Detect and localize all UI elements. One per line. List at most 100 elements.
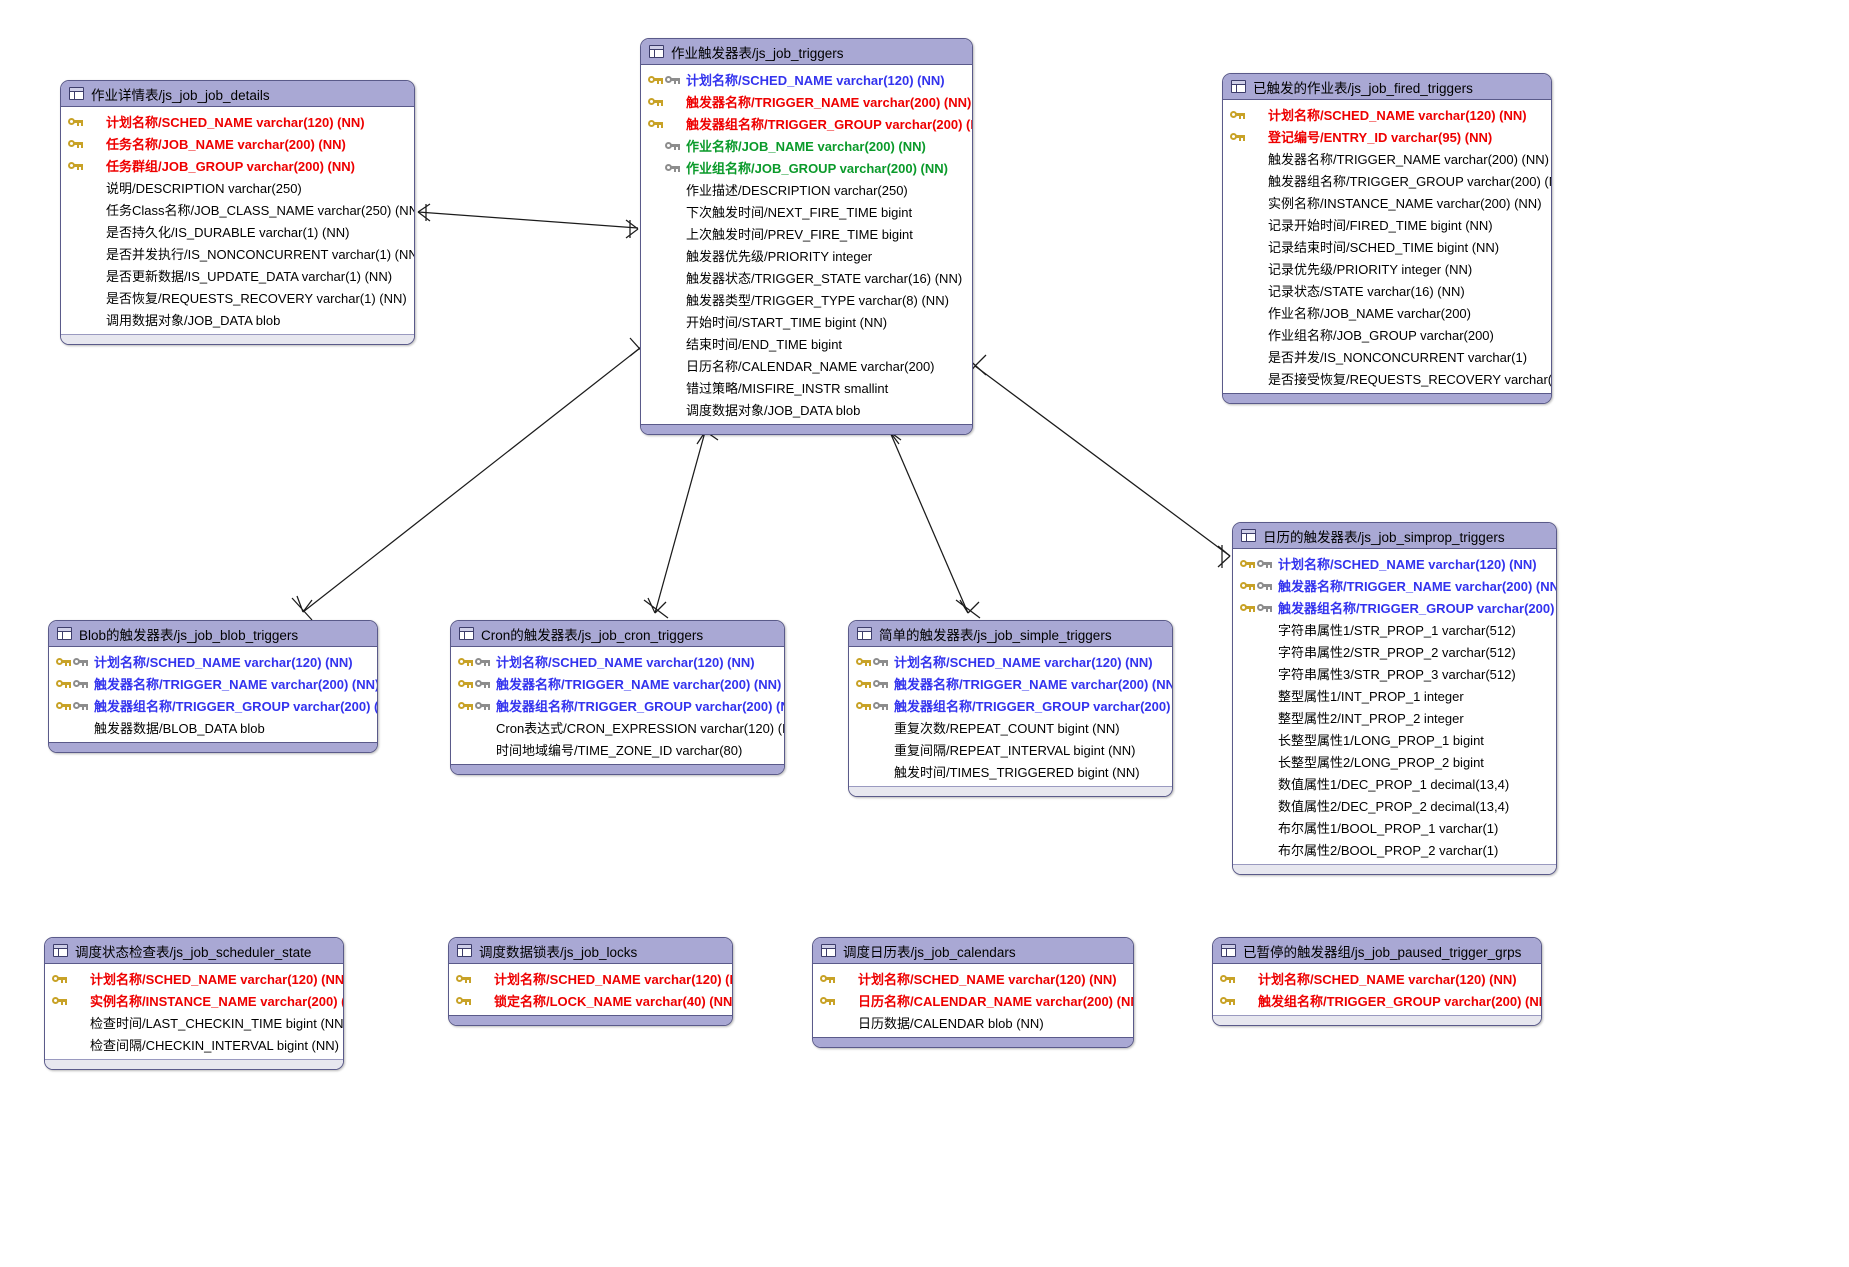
column-row[interactable]: 作业描述/DESCRIPTION varchar(250)	[641, 178, 972, 200]
entity-blob_triggers[interactable]: Blob的触发器表/js_job_blob_triggers 计划名称/SCHED…	[48, 620, 378, 753]
entity-calendars[interactable]: 调度日历表/js_job_calendars 计划名称/SCHED_NAME va…	[812, 937, 1134, 1048]
column-row[interactable]: 触发器名称/TRIGGER_NAME varchar(200) (NN)	[1223, 147, 1551, 169]
entity-cron_triggers[interactable]: Cron的触发器表/js_job_cron_triggers 计划名称/SCHED…	[450, 620, 785, 775]
column-row[interactable]: 作业组名称/JOB_GROUP varchar(200)	[1223, 323, 1551, 345]
column-row[interactable]: 日历名称/CALENDAR_NAME varchar(200)	[641, 354, 972, 376]
column-row[interactable]: 计划名称/SCHED_NAME varchar(120) (NN)	[1223, 103, 1551, 125]
entity-header-fired_triggers[interactable]: 已触发的作业表/js_job_fired_triggers	[1223, 74, 1551, 100]
column-row[interactable]: 整型属性2/INT_PROP_2 integer	[1233, 706, 1556, 728]
entity-job_triggers[interactable]: 作业触发器表/js_job_triggers 计划名称/SCHED_NAME va…	[640, 38, 973, 435]
column-row[interactable]: 计划名称/SCHED_NAME varchar(120) (NN)	[1233, 552, 1556, 574]
column-row[interactable]: 触发器名称/TRIGGER_NAME varchar(200) (NN)	[849, 672, 1172, 694]
column-row[interactable]: 长整型属性2/LONG_PROP_2 bigint	[1233, 750, 1556, 772]
column-row[interactable]: 是否并发/IS_NONCONCURRENT varchar(1)	[1223, 345, 1551, 367]
column-row[interactable]: 作业组名称/JOB_GROUP varchar(200) (NN)	[641, 156, 972, 178]
column-row[interactable]: 触发器数据/BLOB_DATA blob	[49, 716, 377, 738]
column-row[interactable]: 计划名称/SCHED_NAME varchar(120) (NN)	[849, 650, 1172, 672]
column-row[interactable]: 作业名称/JOB_NAME varchar(200) (NN)	[641, 134, 972, 156]
entity-simprop_triggers[interactable]: 日历的触发器表/js_job_simprop_triggers 计划名称/SCHE…	[1232, 522, 1557, 875]
column-row[interactable]: 布尔属性2/BOOL_PROP_2 varchar(1)	[1233, 838, 1556, 860]
column-row[interactable]: 任务群组/JOB_GROUP varchar(200) (NN)	[61, 154, 414, 176]
column-row[interactable]: 触发器名称/TRIGGER_NAME varchar(200) (NN)	[641, 90, 972, 112]
column-row[interactable]: 锁定名称/LOCK_NAME varchar(40) (NN)	[449, 989, 732, 1011]
column-row[interactable]: 记录优先级/PRIORITY integer (NN)	[1223, 257, 1551, 279]
column-row[interactable]: 开始时间/START_TIME bigint (NN)	[641, 310, 972, 332]
column-row[interactable]: 触发组名称/TRIGGER_GROUP varchar(200) (NN)	[1213, 989, 1541, 1011]
column-row[interactable]: 日历数据/CALENDAR blob (NN)	[813, 1011, 1133, 1033]
column-row[interactable]: 触发器名称/TRIGGER_NAME varchar(200) (NN)	[1233, 574, 1556, 596]
column-row[interactable]: 计划名称/SCHED_NAME varchar(120) (NN)	[449, 967, 732, 989]
column-row[interactable]: Cron表达式/CRON_EXPRESSION varchar(120) (NN…	[451, 716, 784, 738]
column-row[interactable]: 触发器优先级/PRIORITY integer	[641, 244, 972, 266]
entity-header-simprop_triggers[interactable]: 日历的触发器表/js_job_simprop_triggers	[1233, 523, 1556, 549]
column-row[interactable]: 任务名称/JOB_NAME varchar(200) (NN)	[61, 132, 414, 154]
entity-fired_triggers[interactable]: 已触发的作业表/js_job_fired_triggers 计划名称/SCHED_…	[1222, 73, 1552, 404]
column-row[interactable]: 触发器组名称/TRIGGER_GROUP varchar(200) (NN)	[641, 112, 972, 134]
column-row[interactable]: 数值属性1/DEC_PROP_1 decimal(13,4)	[1233, 772, 1556, 794]
entity-paused_trigger_grps[interactable]: 已暂停的触发器组/js_job_paused_trigger_grps 计划名称/…	[1212, 937, 1542, 1026]
column-row[interactable]: 触发时间/TIMES_TRIGGERED bigint (NN)	[849, 760, 1172, 782]
column-row[interactable]: 整型属性1/INT_PROP_1 integer	[1233, 684, 1556, 706]
entity-header-job_triggers[interactable]: 作业触发器表/js_job_triggers	[641, 39, 972, 65]
column-row[interactable]: 触发器组名称/TRIGGER_GROUP varchar(200) (NN)	[49, 694, 377, 716]
column-row[interactable]: 错过策略/MISFIRE_INSTR smallint	[641, 376, 972, 398]
column-row[interactable]: 说明/DESCRIPTION varchar(250)	[61, 176, 414, 198]
column-row[interactable]: 检查间隔/CHECKIN_INTERVAL bigint (NN)	[45, 1033, 343, 1055]
column-row[interactable]: 记录开始时间/FIRED_TIME bigint (NN)	[1223, 213, 1551, 235]
column-row[interactable]: 字符串属性3/STR_PROP_3 varchar(512)	[1233, 662, 1556, 684]
entity-header-blob_triggers[interactable]: Blob的触发器表/js_job_blob_triggers	[49, 621, 377, 647]
column-row[interactable]: 触发器类型/TRIGGER_TYPE varchar(8) (NN)	[641, 288, 972, 310]
entity-header-paused_trigger_grps[interactable]: 已暂停的触发器组/js_job_paused_trigger_grps	[1213, 938, 1541, 964]
column-row[interactable]: 记录状态/STATE varchar(16) (NN)	[1223, 279, 1551, 301]
column-row[interactable]: 检查时间/LAST_CHECKIN_TIME bigint (NN)	[45, 1011, 343, 1033]
column-row[interactable]: 实例名称/INSTANCE_NAME varchar(200) (NN)	[45, 989, 343, 1011]
entity-header-locks[interactable]: 调度数据锁表/js_job_locks	[449, 938, 732, 964]
column-row[interactable]: 重复间隔/REPEAT_INTERVAL bigint (NN)	[849, 738, 1172, 760]
column-row[interactable]: 实例名称/INSTANCE_NAME varchar(200) (NN)	[1223, 191, 1551, 213]
column-row[interactable]: 触发器状态/TRIGGER_STATE varchar(16) (NN)	[641, 266, 972, 288]
column-row[interactable]: 是否并发执行/IS_NONCONCURRENT varchar(1) (NN)	[61, 242, 414, 264]
column-row[interactable]: 计划名称/SCHED_NAME varchar(120) (NN)	[641, 68, 972, 90]
column-row[interactable]: 时间地域编号/TIME_ZONE_ID varchar(80)	[451, 738, 784, 760]
entity-header-calendars[interactable]: 调度日历表/js_job_calendars	[813, 938, 1133, 964]
column-row[interactable]: 计划名称/SCHED_NAME varchar(120) (NN)	[61, 110, 414, 132]
column-row[interactable]: 字符串属性2/STR_PROP_2 varchar(512)	[1233, 640, 1556, 662]
column-row[interactable]: 计划名称/SCHED_NAME varchar(120) (NN)	[1213, 967, 1541, 989]
column-row[interactable]: 布尔属性1/BOOL_PROP_1 varchar(1)	[1233, 816, 1556, 838]
entity-header-scheduler_state[interactable]: 调度状态检查表/js_job_scheduler_state	[45, 938, 343, 964]
column-row[interactable]: 计划名称/SCHED_NAME varchar(120) (NN)	[49, 650, 377, 672]
column-row[interactable]: 触发器名称/TRIGGER_NAME varchar(200) (NN)	[451, 672, 784, 694]
entity-locks[interactable]: 调度数据锁表/js_job_locks 计划名称/SCHED_NAME varch…	[448, 937, 733, 1026]
column-row[interactable]: 触发器组名称/TRIGGER_GROUP varchar(200) (NN)	[1233, 596, 1556, 618]
column-row[interactable]: 是否接受恢复/REQUESTS_RECOVERY varchar(1)	[1223, 367, 1551, 389]
column-row[interactable]: 长整型属性1/LONG_PROP_1 bigint	[1233, 728, 1556, 750]
entity-job_details[interactable]: 作业详情表/js_job_job_details 计划名称/SCHED_NAME …	[60, 80, 415, 345]
column-row[interactable]: 触发器组名称/TRIGGER_GROUP varchar(200) (NN)	[451, 694, 784, 716]
column-row[interactable]: 计划名称/SCHED_NAME varchar(120) (NN)	[813, 967, 1133, 989]
column-row[interactable]: 是否更新数据/IS_UPDATE_DATA varchar(1) (NN)	[61, 264, 414, 286]
column-row[interactable]: 是否持久化/IS_DURABLE varchar(1) (NN)	[61, 220, 414, 242]
entity-header-simple_triggers[interactable]: 简单的触发器表/js_job_simple_triggers	[849, 621, 1172, 647]
column-row[interactable]: 是否恢复/REQUESTS_RECOVERY varchar(1) (NN)	[61, 286, 414, 308]
column-row[interactable]: 任务Class名称/JOB_CLASS_NAME varchar(250) (N…	[61, 198, 414, 220]
column-row[interactable]: 计划名称/SCHED_NAME varchar(120) (NN)	[451, 650, 784, 672]
column-row[interactable]: 下次触发时间/NEXT_FIRE_TIME bigint	[641, 200, 972, 222]
column-row[interactable]: 触发器组名称/TRIGGER_GROUP varchar(200) (NN)	[1223, 169, 1551, 191]
entity-simple_triggers[interactable]: 简单的触发器表/js_job_simple_triggers 计划名称/SCHED…	[848, 620, 1173, 797]
column-row[interactable]: 登记编号/ENTRY_ID varchar(95) (NN)	[1223, 125, 1551, 147]
column-row[interactable]: 日历名称/CALENDAR_NAME varchar(200) (NN)	[813, 989, 1133, 1011]
entity-header-cron_triggers[interactable]: Cron的触发器表/js_job_cron_triggers	[451, 621, 784, 647]
column-row[interactable]: 调度数据对象/JOB_DATA blob	[641, 398, 972, 420]
column-row[interactable]: 触发器名称/TRIGGER_NAME varchar(200) (NN)	[49, 672, 377, 694]
column-row[interactable]: 记录结束时间/SCHED_TIME bigint (NN)	[1223, 235, 1551, 257]
column-row[interactable]: 重复次数/REPEAT_COUNT bigint (NN)	[849, 716, 1172, 738]
column-row[interactable]: 结束时间/END_TIME bigint	[641, 332, 972, 354]
column-row[interactable]: 字符串属性1/STR_PROP_1 varchar(512)	[1233, 618, 1556, 640]
column-row[interactable]: 触发器组名称/TRIGGER_GROUP varchar(200) (NN)	[849, 694, 1172, 716]
entity-header-job_details[interactable]: 作业详情表/js_job_job_details	[61, 81, 414, 107]
column-row[interactable]: 上次触发时间/PREV_FIRE_TIME bigint	[641, 222, 972, 244]
column-row[interactable]: 数值属性2/DEC_PROP_2 decimal(13,4)	[1233, 794, 1556, 816]
column-row[interactable]: 调用数据对象/JOB_DATA blob	[61, 308, 414, 330]
column-row[interactable]: 作业名称/JOB_NAME varchar(200)	[1223, 301, 1551, 323]
